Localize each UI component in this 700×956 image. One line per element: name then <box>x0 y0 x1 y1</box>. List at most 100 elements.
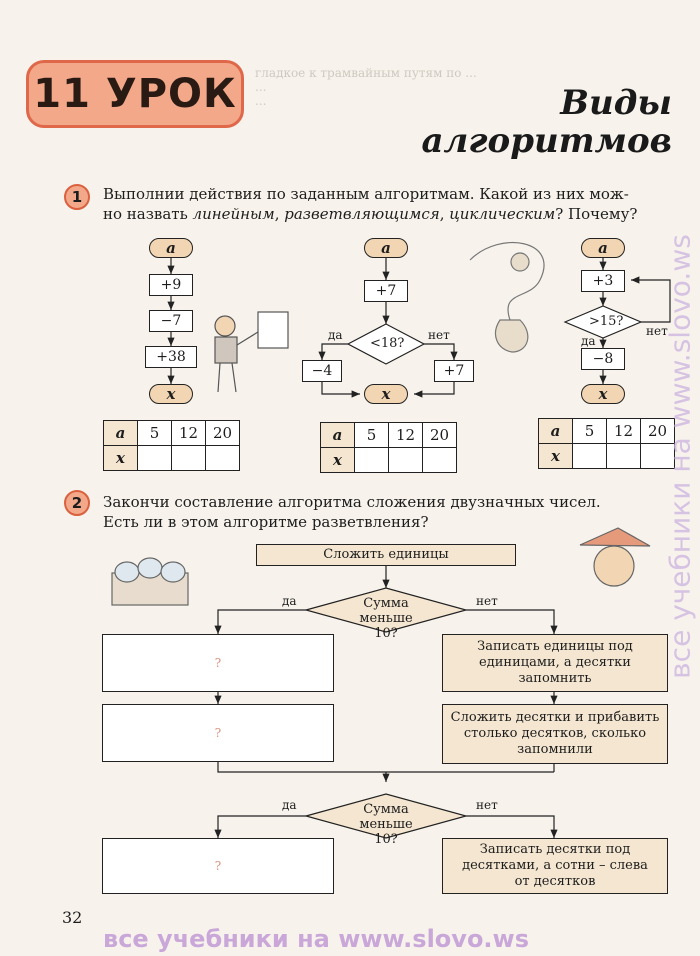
box-line: от десятков <box>514 874 596 889</box>
watermark-side-text: все учебники на www.slovo.ws <box>663 234 697 679</box>
algo3-no-label: нет <box>646 324 668 338</box>
algo1-start: a <box>149 238 193 258</box>
ghost-line: ... <box>255 94 267 108</box>
term-cyclic: циклическим <box>449 205 556 223</box>
task-1-line-2: но назвать линейным, разветвляющимся, ци… <box>103 204 678 224</box>
watermark-bottom: все учебники на www.slovo.ws <box>103 925 529 953</box>
text-part: ? Почему? <box>555 205 638 223</box>
title-line-2: алгоритмов <box>421 121 672 161</box>
algo2-end: x <box>364 384 408 404</box>
table-cell: 20 <box>205 420 240 446</box>
lesson-label: 11 УРОК <box>33 71 237 117</box>
answer-box-1[interactable]: ? <box>102 634 334 692</box>
algo2-start: a <box>364 238 408 258</box>
task-2-line-2: Есть ли в этом алгоритме разветвления? <box>103 513 429 531</box>
answer-box-3[interactable]: ? <box>102 838 334 894</box>
term-linear: линейным <box>192 205 275 223</box>
task-1-line-1: Выполнии действия по заданным алгоритмам… <box>103 185 629 203</box>
condition-diamond-task2-a <box>303 587 469 633</box>
table-header-x: x <box>320 447 355 473</box>
girl-illustration <box>579 527 651 587</box>
no-label-2: нет <box>476 798 498 812</box>
task-1-text: Выполнии действия по заданным алгоритмам… <box>103 184 678 224</box>
condition-diamond-algo3 <box>563 305 643 339</box>
task-2-line-1: Закончи составление алгоритма сложения д… <box>103 493 601 511</box>
algo3-after-step: −8 <box>581 348 625 370</box>
table-header-x: x <box>103 445 138 471</box>
answer-cell[interactable] <box>606 443 641 469</box>
algo3-condition: >15? <box>589 314 624 329</box>
page-number: 32 <box>62 908 83 927</box>
condition-2-text: Сумма меньше 10? <box>352 802 420 847</box>
algo1-step-2: −7 <box>149 310 193 332</box>
table-cell: 5 <box>354 422 389 448</box>
text-part: но назвать <box>103 205 193 223</box>
condition-line: меньше 10? <box>359 611 413 641</box>
table-cell: 12 <box>171 420 206 446</box>
table-cell: 5 <box>137 420 172 446</box>
answer-cell[interactable] <box>388 447 423 473</box>
table-cell: 12 <box>388 422 423 448</box>
answer-cell[interactable] <box>640 443 675 469</box>
condition-line: Сумма <box>363 596 409 611</box>
algo1-step-1: +9 <box>149 274 193 296</box>
algo1-step-3: +38 <box>145 346 197 368</box>
box-line: Записать единицы под <box>477 639 633 654</box>
answer-cell[interactable] <box>422 447 457 473</box>
lesson-badge: 11 УРОК <box>26 60 244 128</box>
title-line-1: Виды <box>560 83 672 123</box>
box-line: десятками, а сотни – слева <box>462 858 648 873</box>
table-header-a: a <box>320 422 355 448</box>
genie-illustration <box>469 241 545 353</box>
box-line: запомнили <box>517 742 593 757</box>
boy-illustration <box>214 311 289 393</box>
answer-cell[interactable] <box>137 445 172 471</box>
algo3-start: a <box>581 238 625 258</box>
algo2-step: +7 <box>364 280 408 302</box>
answer-cell[interactable] <box>572 443 607 469</box>
box-line: столько десятков, сколько <box>463 726 647 741</box>
table-cell: 5 <box>572 418 607 444</box>
placeholder-mark: ? <box>214 859 222 873</box>
yes-label-2: да <box>282 798 297 812</box>
algo2-no-label: нет <box>428 328 450 342</box>
condition-diamond-task2-b <box>303 793 469 839</box>
algo3-yes-label: да <box>581 334 596 348</box>
box-line: Сложить десятки и прибавить <box>450 710 660 725</box>
answer-box-2[interactable]: ? <box>102 704 334 762</box>
task-number-1: 1 <box>64 184 90 210</box>
algo2-no-step: +7 <box>434 360 474 382</box>
answer-cell[interactable] <box>354 447 389 473</box>
answer-cell[interactable] <box>171 445 206 471</box>
algo2-yes-label: да <box>328 328 343 342</box>
ghost-line: ... <box>255 80 267 94</box>
yes-label-1: да <box>282 594 297 608</box>
algo2-yes-step: −4 <box>302 360 342 382</box>
algo2-condition: <18? <box>370 336 405 351</box>
term-branching: разветвляющимся <box>284 205 440 223</box>
page-title: Виды алгоритмов <box>421 84 672 160</box>
algo1-end: x <box>149 384 193 404</box>
algo3-end: x <box>581 384 625 404</box>
start-step-box: Сложить единицы <box>256 544 516 566</box>
condition-line: Сумма <box>363 802 409 817</box>
answer-cell[interactable] <box>205 445 240 471</box>
table-cell: 20 <box>422 422 457 448</box>
no-label-1: нет <box>476 594 498 608</box>
task-2-text: Закончи составление алгоритма сложения д… <box>103 492 678 532</box>
table-cell: 12 <box>606 418 641 444</box>
ghost-line: гладкое к трамвайным путям по ... <box>255 66 477 80</box>
condition-line: меньше 10? <box>359 817 413 847</box>
placeholder-mark: ? <box>214 656 222 670</box>
placeholder-mark: ? <box>214 726 222 740</box>
egg-basket-illustration <box>111 557 189 606</box>
table-header-a: a <box>103 420 138 446</box>
table-header-a: a <box>538 418 573 444</box>
